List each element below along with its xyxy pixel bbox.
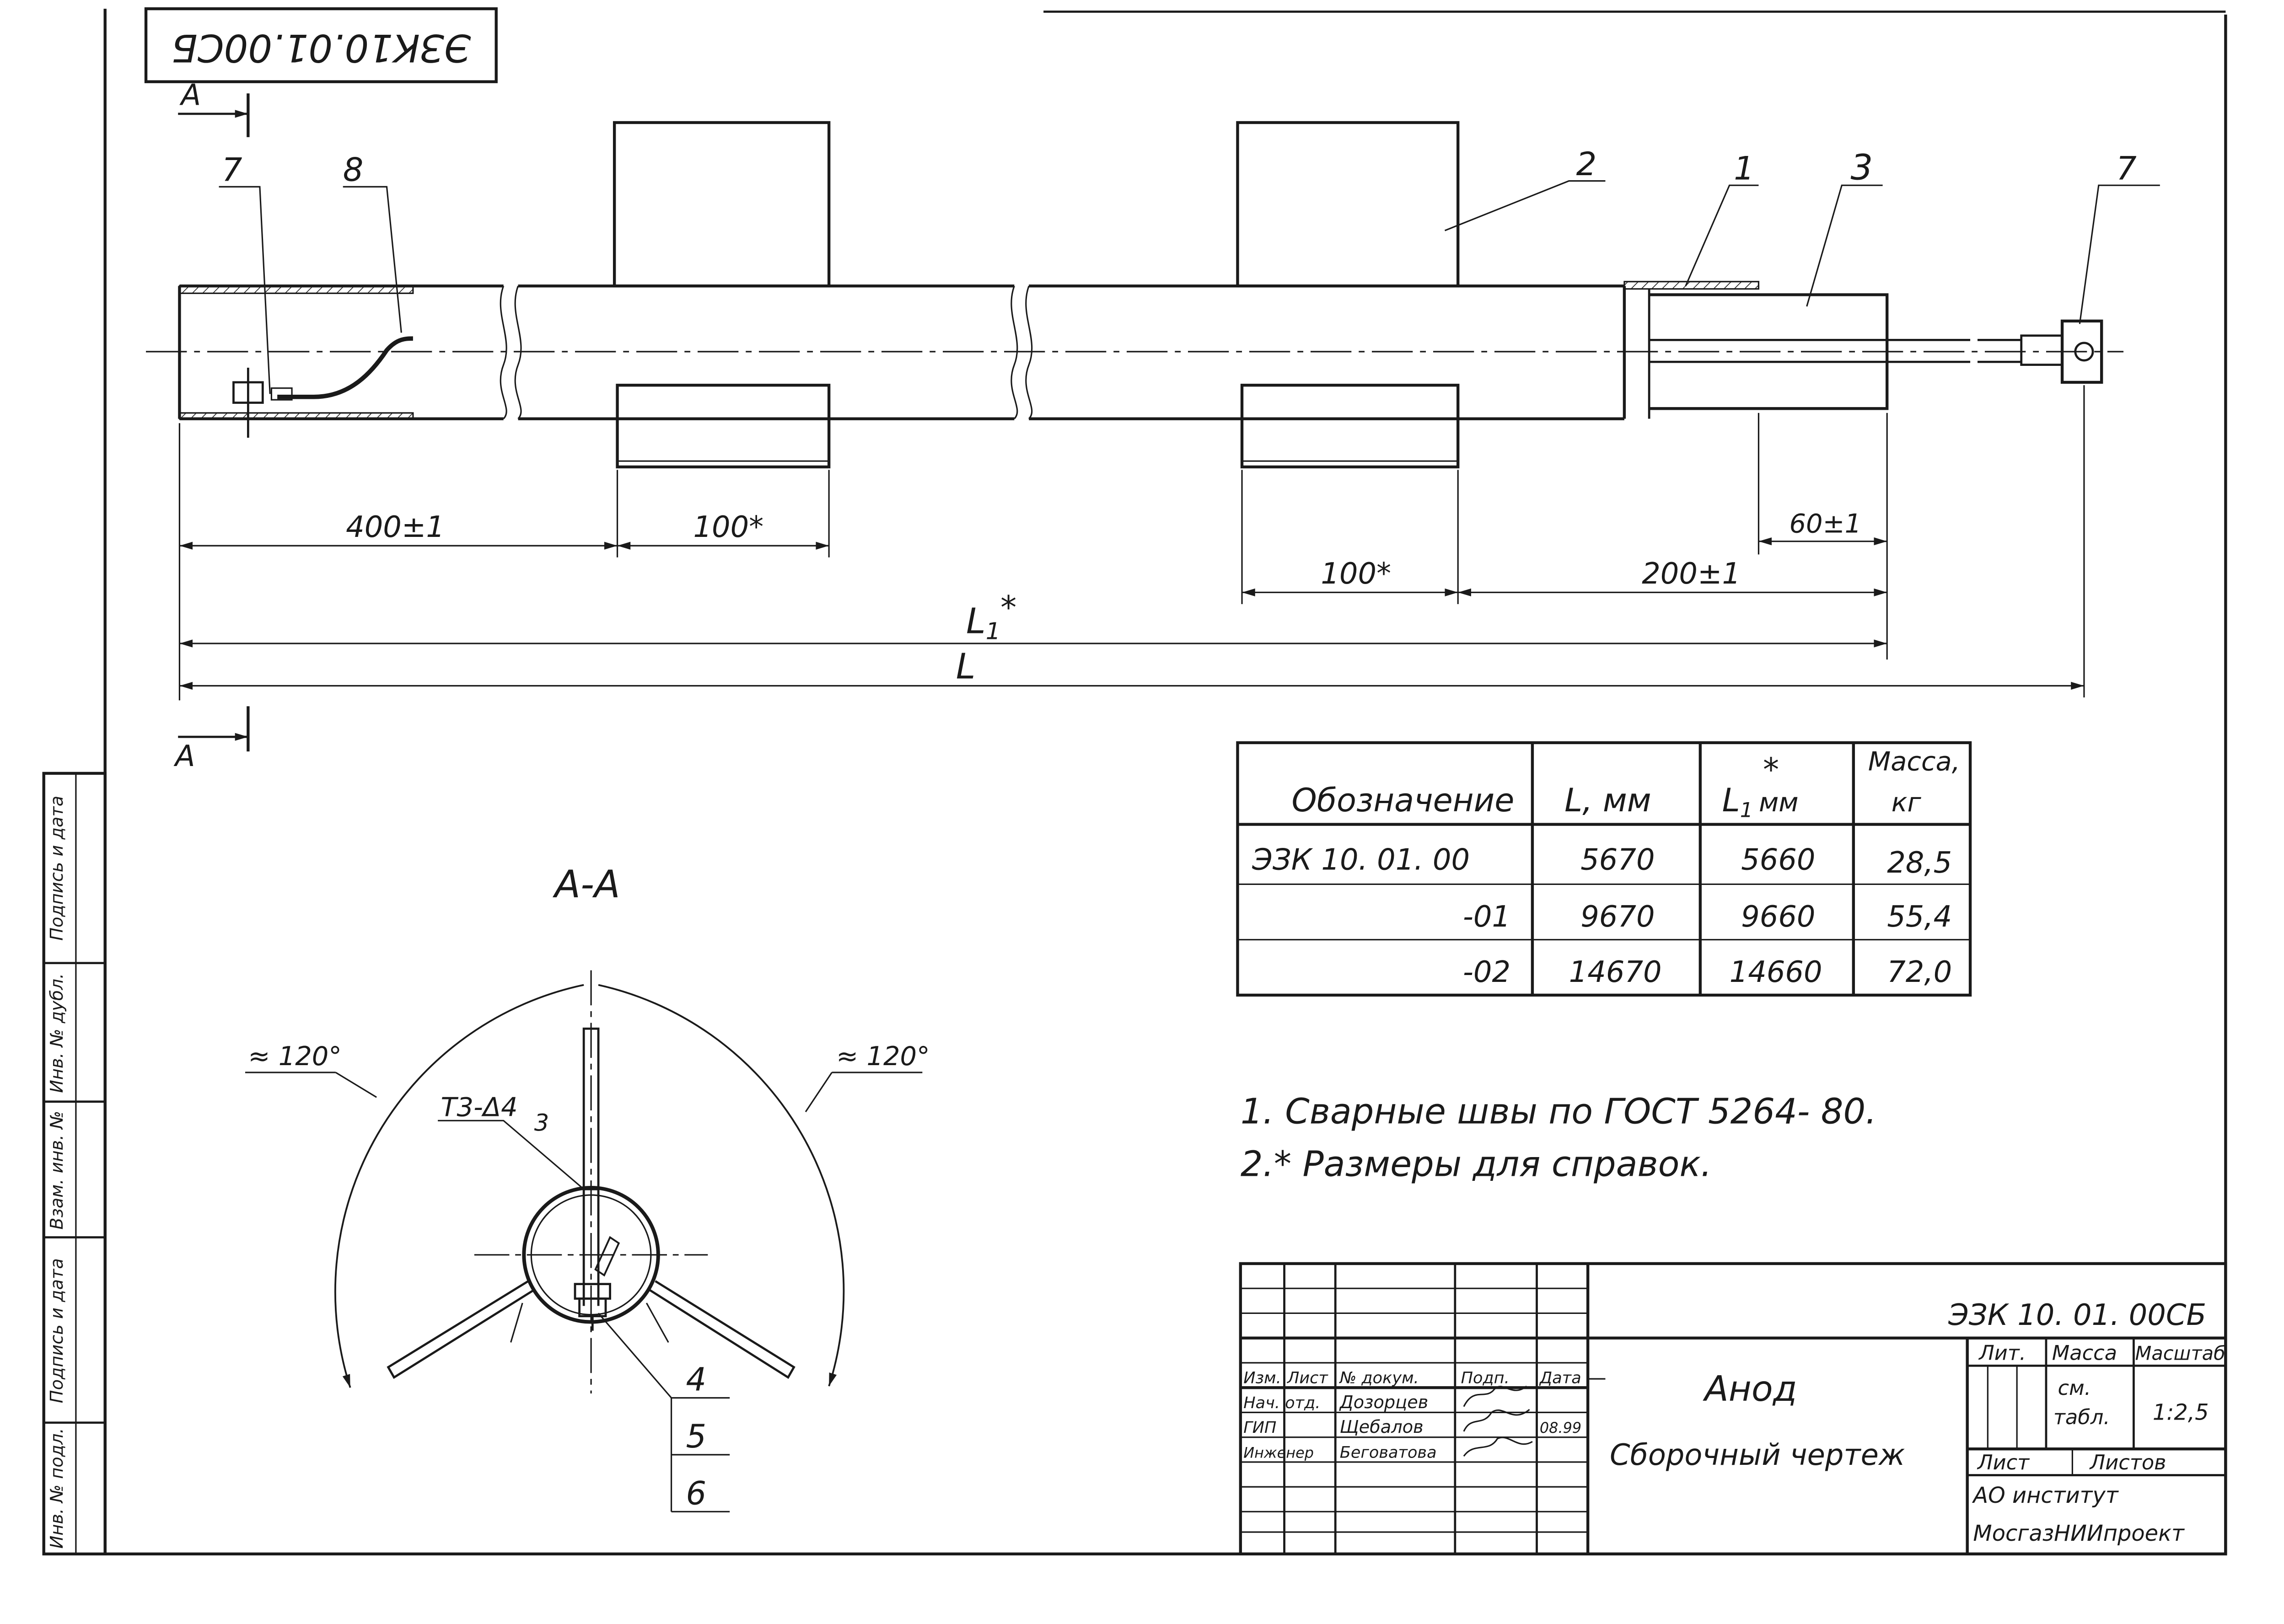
table-header-mass-1: Масса, bbox=[1868, 746, 1960, 777]
side-label-dubl: Инв. № дубл. bbox=[47, 973, 67, 1093]
table-row-1-mass: 28,5 bbox=[1887, 846, 1952, 880]
angle-right: ≈ 120° bbox=[836, 1041, 930, 1072]
signature-scribble-1 bbox=[1463, 1385, 1527, 1407]
callout-5: 5 bbox=[686, 1418, 706, 1455]
staff-role-1: Нач. отд. bbox=[1243, 1394, 1320, 1412]
title-name: Анод bbox=[1702, 1369, 1797, 1410]
title-sheets-label: Листов bbox=[2089, 1451, 2166, 1474]
head-col-sign: Подп. bbox=[1461, 1369, 1510, 1388]
dim-100-left: 100* bbox=[693, 510, 763, 544]
dimension-lines bbox=[179, 537, 2084, 690]
head-col-doc: № докум. bbox=[1339, 1369, 1419, 1388]
staff-date-2: 08.99 bbox=[1540, 1419, 1581, 1436]
title-org-2: МосгазНИИпроект bbox=[1973, 1521, 2185, 1546]
callout-3: 3 bbox=[1850, 147, 1873, 188]
side-label-sign1: Подпись и дата bbox=[47, 1258, 67, 1403]
staff-role-2: ГИП bbox=[1243, 1418, 1276, 1437]
signature-scribble-3 bbox=[1463, 1436, 1533, 1457]
side-column: Инв. № подл. Подпись и дата Взам. инв. №… bbox=[42, 772, 107, 1556]
staff-name-1: Дозорцев bbox=[1339, 1392, 1428, 1413]
callout-7-left: 7 bbox=[222, 151, 242, 189]
title-sheet-label: Лист bbox=[1977, 1451, 2030, 1474]
section-title: А-А bbox=[552, 862, 620, 906]
weld-mark: Т3-Δ4 bbox=[441, 1092, 518, 1123]
dim-L: L bbox=[956, 647, 976, 687]
rotated-code-stamp: ЭЗК10.01.00СБ bbox=[144, 7, 498, 83]
table-row-2-designation: -01 bbox=[1463, 900, 1510, 934]
side-label-vzam: Взам. инв. № bbox=[47, 1111, 67, 1230]
table-row-2-mass: 55,4 bbox=[1887, 900, 1952, 934]
title-subtitle: Сборочный чертеж bbox=[1610, 1438, 1905, 1472]
dim-100-right: 100* bbox=[1321, 557, 1391, 591]
staff-name-3: Беговатова bbox=[1340, 1443, 1437, 1462]
table-row-2-L: 9670 bbox=[1580, 900, 1655, 934]
staff-role-3: Инженер bbox=[1243, 1444, 1314, 1461]
note-2: 2.* Размеры для справок. bbox=[1241, 1144, 1712, 1185]
section-marker-top: А bbox=[179, 79, 201, 113]
rotated-code-text: ЭЗК10.01.00СБ bbox=[172, 26, 471, 70]
angle-left: ≈ 120° bbox=[248, 1041, 342, 1072]
callout-7-right: 7 bbox=[2116, 150, 2137, 187]
callout-2: 2 bbox=[1576, 145, 1597, 183]
side-label-inv: Инв. № подл. bbox=[47, 1428, 67, 1549]
section-marker-bottom: А bbox=[173, 740, 195, 773]
callout-1: 1 bbox=[1734, 150, 1754, 187]
dim-200: 200±1 bbox=[1642, 557, 1741, 591]
note-1: 1. Сварные швы по ГОСТ 5264- 80. bbox=[1241, 1092, 1877, 1132]
title-doc-code: ЭЗК 10. 01. 00СБ bbox=[1948, 1298, 2206, 1332]
dim-400: 400±1 bbox=[346, 510, 445, 544]
callout-4: 4 bbox=[686, 1361, 706, 1399]
main-view: 7 8 2 1 3 7 А А bbox=[146, 79, 2160, 773]
table-row-3-mass: 72,0 bbox=[1887, 955, 1952, 989]
side-label-sign2: Подпись и дата bbox=[47, 796, 67, 941]
section-view: А-А 4 5 6 ≈ 12 bbox=[245, 862, 930, 1512]
callout-8: 8 bbox=[343, 151, 364, 189]
title-mass-value-1: см. bbox=[2058, 1376, 2091, 1400]
signature-scribble-2 bbox=[1463, 1409, 1530, 1432]
title-org-1: АО институт bbox=[1972, 1483, 2119, 1508]
head-col-date: Дата bbox=[1539, 1369, 1581, 1388]
title-scale-label: Масштаб bbox=[2135, 1343, 2225, 1365]
head-col-izm: Изм. bbox=[1243, 1369, 1281, 1388]
table-row-1-designation: ЭЗК 10. 01. 00 bbox=[1252, 843, 1470, 877]
table-row-2-L1: 9660 bbox=[1741, 900, 1815, 934]
notes: 1. Сварные швы по ГОСТ 5264- 80. 2.* Раз… bbox=[1241, 1092, 1877, 1185]
extension-lines bbox=[178, 385, 2085, 701]
table-header-designation: Обозначение bbox=[1292, 782, 1515, 819]
table-header-L1-star: * bbox=[1763, 751, 1779, 788]
staff-name-2: Щебалов bbox=[1340, 1417, 1424, 1437]
table-header-mass-2: кг bbox=[1892, 787, 1922, 818]
title-mass-label: Масса bbox=[2052, 1341, 2117, 1365]
table-row-3-L1: 14660 bbox=[1730, 955, 1822, 989]
title-lit-label: Лит. bbox=[1978, 1341, 2026, 1365]
table-header-L: L, мм bbox=[1564, 782, 1651, 819]
title-block: ЭЗК 10. 01. 00СБ Анод Сборочный чертеж Л… bbox=[1239, 1262, 2227, 1556]
callout-6: 6 bbox=[686, 1474, 706, 1512]
dim-60: 60±1 bbox=[1789, 509, 1861, 539]
table-row-1-L1: 5660 bbox=[1741, 843, 1815, 877]
title-scale-value: 1:2,5 bbox=[2153, 1400, 2209, 1425]
dim-L1: L1* bbox=[966, 589, 1016, 645]
title-mass-value-2: табл. bbox=[2053, 1405, 2110, 1429]
head-col-list: Лист bbox=[1286, 1369, 1328, 1388]
callout-3-section: 3 bbox=[534, 1110, 549, 1137]
table-row-3-L: 14670 bbox=[1569, 955, 1662, 989]
sheet-frame bbox=[103, 9, 2227, 1556]
table-row-1-L: 5670 bbox=[1580, 843, 1655, 877]
table-row-3-designation: -02 bbox=[1463, 955, 1510, 989]
